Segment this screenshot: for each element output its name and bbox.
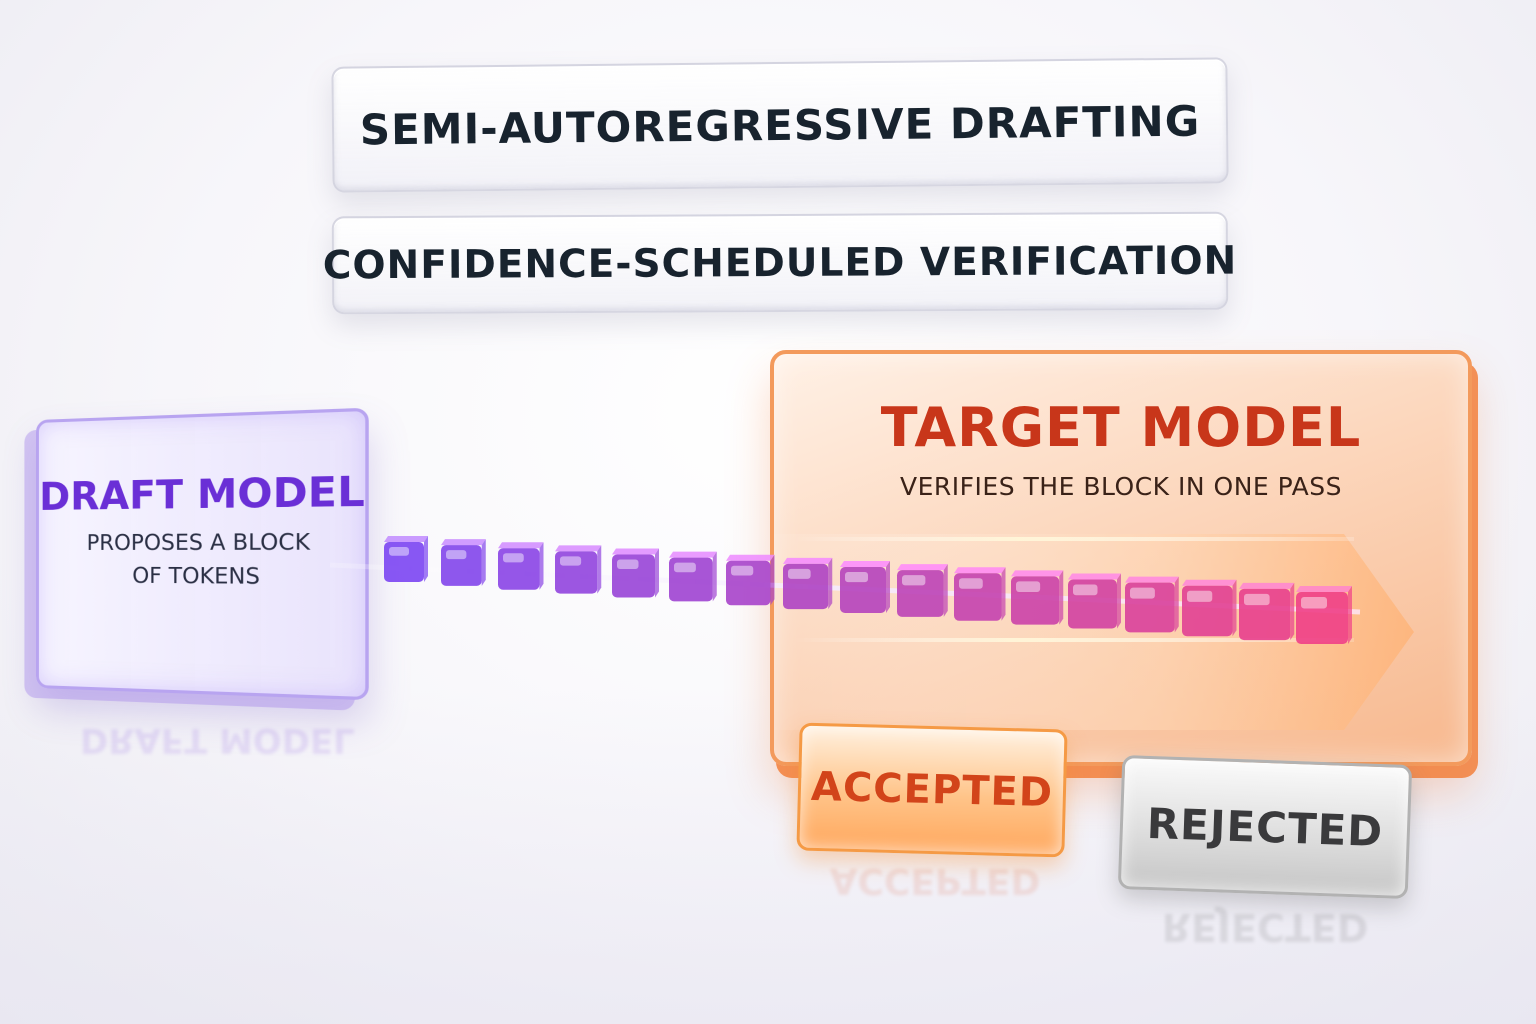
accepted-badge: ACCEPTED — [796, 722, 1068, 858]
token-cube — [612, 548, 659, 598]
rejected-badge: REJECTED — [1117, 754, 1413, 900]
target-model-card: TARGET MODEL VERIFIES THE BLOCK IN ONE P… — [770, 350, 1472, 766]
rejected-label: REJECTED — [1146, 798, 1384, 856]
accepted-label: ACCEPTED — [810, 763, 1054, 817]
token-cube — [1068, 573, 1121, 629]
token-cube — [498, 542, 544, 590]
token-cube — [783, 557, 833, 610]
token-cube — [384, 536, 428, 582]
token-cube — [1296, 586, 1352, 644]
token-cube — [1239, 582, 1295, 641]
target-model-subtitle: VERIFIES THE BLOCK IN ONE PASS — [900, 472, 1342, 501]
token-cube — [897, 564, 948, 617]
token-cube — [441, 539, 486, 586]
token-cube — [954, 567, 1006, 621]
token-cube — [840, 561, 890, 613]
token-group — [384, 536, 1352, 644]
token-cube — [726, 554, 775, 606]
target-model-title: TARGET MODEL — [880, 396, 1362, 459]
token-cube — [1125, 576, 1179, 633]
token-cube — [1182, 579, 1237, 637]
token-cube — [1011, 570, 1064, 625]
token-cube — [555, 545, 602, 594]
token-cube — [669, 551, 717, 602]
